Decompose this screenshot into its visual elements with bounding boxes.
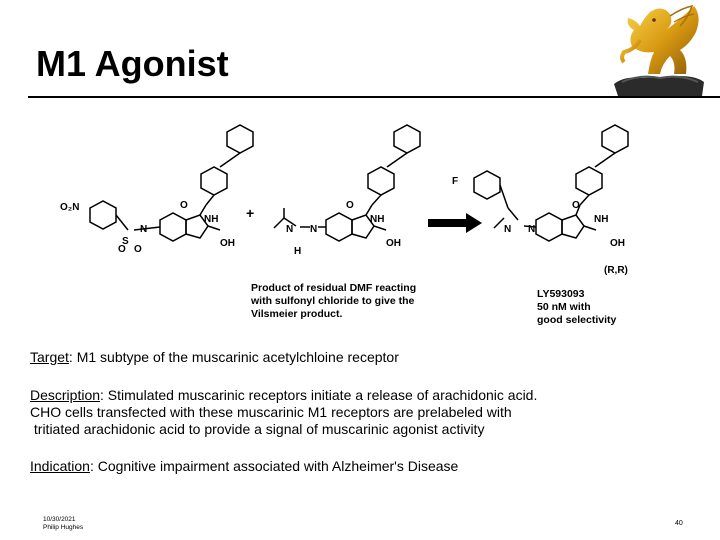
carbonyl-o-3: O [572,200,580,211]
hydroxyl-1: OH [220,238,235,249]
griffin-logo [614,5,704,96]
slide-title: M1 Agonist [36,43,229,84]
dmf-note-line: Vilsmeier product. [251,308,343,320]
dmf-note-line: with sulfonyl chloride to give the [251,295,415,307]
stereo-label: (R,R) [604,265,628,276]
biphenyl-lower-ring-3 [575,166,603,196]
amidine-n-4: N [528,224,535,235]
biphenyl-top-ring-1 [226,124,254,154]
fluorine-label: F [452,176,458,187]
hydroxyl-3: OH [610,238,625,249]
carbonyl-o-1: O [180,200,188,211]
biphenyl-lower-ring-1 [200,166,228,196]
footer-meta: 10/30/2021 Philip Hughes [43,516,83,532]
compound-selectivity: good selectivity [537,314,617,326]
indication-label: Indication [30,458,90,474]
dmf-note: Product of residual DMF reacting with su… [251,282,416,321]
dmf-note-line: Product of residual DMF reacting [251,282,417,294]
footer-date: 10/30/2021 [43,516,76,523]
description-line: CHO cells transfected with these muscari… [30,404,512,420]
amide-nh-1: NH [204,214,218,225]
description-paragraph: Description: Stimulated muscarinic recep… [30,387,537,438]
amide-nh-3: NH [594,214,608,225]
target-text: : M1 subtype of the muscarinic acetylchl… [68,349,399,365]
title-divider [28,96,720,98]
indane-benzene-ring-1 [159,212,187,242]
description-line: tritiated arachidonic acid to provide a … [30,421,485,437]
amidine-n-1: N [286,224,293,235]
indane-benzene-ring-2 [325,212,353,242]
biphenyl-top-ring-2 [393,124,421,154]
compound-name: LY593093 [537,288,585,300]
sulfur-label: S [122,236,129,247]
amidine-n-3: N [504,224,511,235]
biphenyl-top-ring-3 [601,124,629,154]
target-paragraph: Target: M1 subtype of the muscarinic ace… [30,349,399,366]
nitrophenyl-ring [89,200,117,230]
amidine-n-2: N [310,224,317,235]
amide-nh-2: NH [370,214,384,225]
sulfonamide-n: N [140,224,147,235]
plus-sign: + [246,205,254,221]
page-number: 40 [675,520,683,527]
indane-benzene-ring-3 [535,212,563,242]
hydroxyl-2: OH [386,238,401,249]
carbonyl-o-2: O [346,200,354,211]
compound-note: LY593093 50 nM with good selectivity [537,288,616,327]
footer-author: Philip Hughes [43,524,84,531]
target-label: Target [30,349,69,365]
biphenyl-lower-ring-2 [367,166,395,196]
indication-text: : Cognitive impairment associated with A… [89,458,459,474]
indication-paragraph: Indication: Cognitive impairment associa… [30,458,458,475]
reaction-scheme: O₂N N S O O O NH OH + N N H O NH OH F N … [60,124,629,257]
amidine-h: H [294,246,301,257]
fluorophenyl-ring [473,170,501,200]
sulfonyl-o-2: O [134,244,142,255]
description-label: Description [30,387,101,403]
compound-potency: 50 nM with [537,301,591,313]
nitro-group-label: O₂N [60,202,79,213]
reaction-arrow [428,213,482,233]
sulfonyl-o-1: O [118,244,126,255]
description-line: : Stimulated muscarinic receptors initia… [100,387,538,403]
